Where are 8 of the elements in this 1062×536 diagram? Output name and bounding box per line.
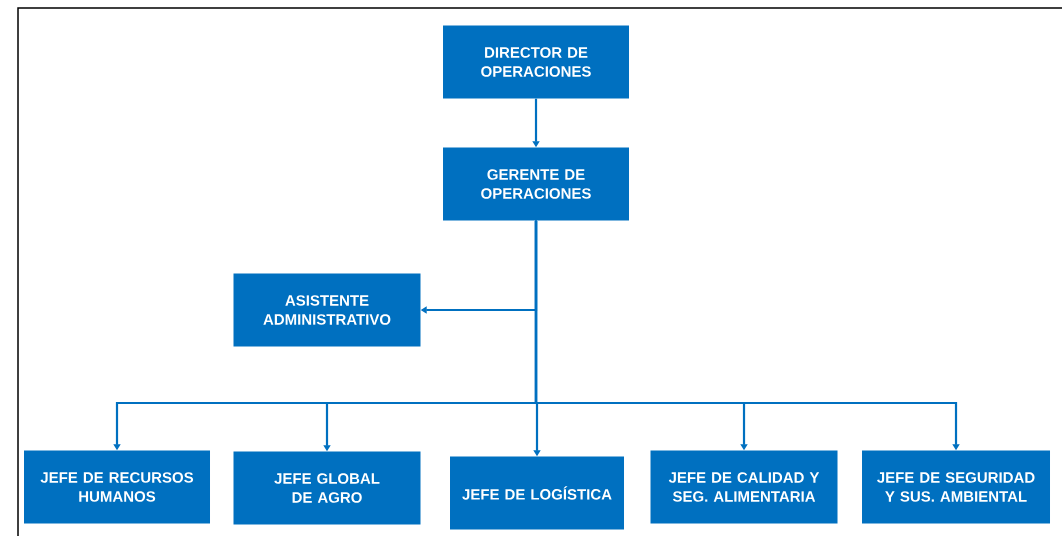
org-box: JEFE DE SEGURIDAD Y SUS. AMBIENTAL [862, 450, 1050, 524]
org-box: DIRECTOR DE OPERACIONES [443, 25, 629, 99]
org-box: JEFE DE CALIDAD Y SEG. ALIMENTARIA [650, 450, 838, 524]
org-box: JEFE GLOBAL DE AGRO [233, 451, 421, 525]
org-box: ASISTENTE ADMINISTRATIVO [233, 273, 421, 347]
org-box: GERENTE DE OPERACIONES [443, 147, 629, 221]
org-box: JEFE DE RECURSOS HUMANOS [24, 450, 210, 524]
org-box: JEFE DE LOGÍSTICA [450, 456, 624, 530]
